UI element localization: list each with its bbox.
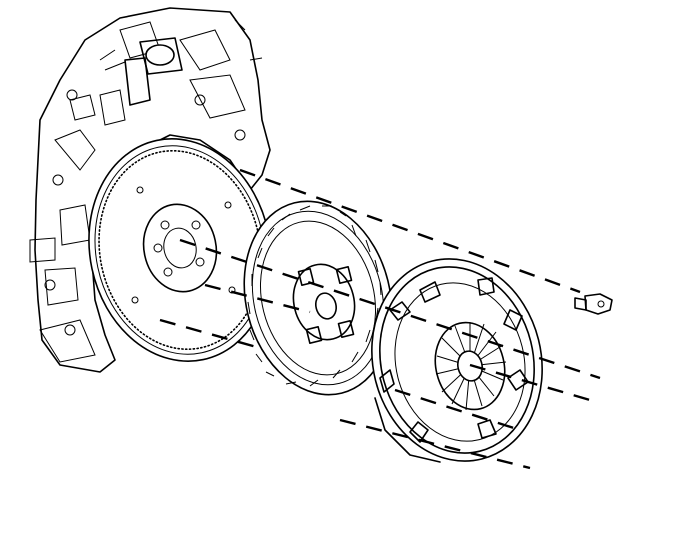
engine-block bbox=[29, 7, 271, 373]
alignment-lines bbox=[159, 168, 601, 470]
pressure-plate-bolt bbox=[574, 293, 613, 315]
